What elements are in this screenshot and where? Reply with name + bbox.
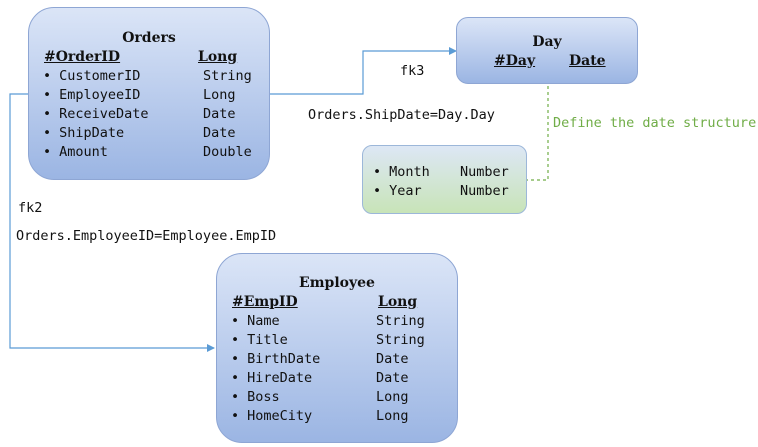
orders-entity: Orders #OrderID Long •CustomerID String …	[28, 7, 270, 180]
bullet-icon: •	[231, 389, 240, 405]
bullet-icon: •	[43, 144, 52, 160]
date-field-row: • Month	[373, 164, 430, 180]
date-field-row: • Year	[373, 183, 422, 199]
employee-field-row: • BirthDate	[231, 351, 320, 367]
bullet-icon: •	[231, 370, 240, 386]
date-structure-box: • Month Number • Year Number	[362, 145, 527, 214]
fk3-connector	[270, 47, 457, 95]
day-entity: Day #Day Date	[456, 17, 638, 84]
bullet-icon: •	[373, 183, 382, 199]
fk3-label: fk3	[400, 63, 425, 79]
orders-title: Orders	[122, 30, 176, 46]
date-field-type: Number	[460, 183, 509, 199]
employee-field-name: Title	[247, 332, 288, 348]
bullet-icon: •	[43, 106, 52, 122]
day-title: Day	[532, 34, 562, 50]
employee-entity: Employee #EmpID Long • Name String • Title…	[216, 253, 458, 443]
fk3-join-condition: Orders.ShipDate=Day.Day	[308, 107, 495, 123]
bullet-icon: •	[43, 68, 52, 84]
fk2-connector	[9, 93, 215, 352]
employee-field-row: • Boss	[231, 389, 280, 405]
date-field-type: Number	[460, 164, 509, 180]
bullet-icon: •	[43, 87, 52, 103]
employee-key-type: Long	[378, 294, 418, 310]
orders-field-row: • Amount	[43, 144, 108, 160]
orders-field-name: ShipDate	[59, 125, 125, 141]
bullet-icon: •	[373, 164, 382, 180]
orders-field-name: EmployeeID	[59, 87, 141, 103]
date-structure-note: Define the date structure	[553, 115, 757, 131]
orders-field-type: Double	[203, 144, 252, 160]
employee-field-name: BirthDate	[247, 351, 321, 367]
employee-field-name: Name	[247, 313, 280, 329]
employee-key-name: #EmpID	[232, 294, 298, 310]
employee-field-name: HireDate	[247, 370, 313, 386]
date-structure-connector	[527, 86, 549, 181]
employee-field-row: • Title	[231, 332, 288, 348]
orders-field-name: Amount	[59, 144, 108, 160]
bullet-icon: •	[231, 408, 240, 424]
employee-field-type: Date	[376, 351, 409, 367]
employee-title: Employee	[299, 275, 375, 291]
employee-field-type: Date	[376, 370, 409, 386]
orders-field-type: String	[203, 68, 252, 84]
employee-field-type: Long	[376, 389, 409, 405]
employee-field-name: Boss	[247, 389, 280, 405]
fk2-join-condition: Orders.EmployeeID=Employee.EmpID	[16, 228, 277, 244]
orders-key-type: Long	[198, 49, 238, 65]
employee-field-row: • HireDate	[231, 370, 312, 386]
orders-field-type: Date	[203, 106, 236, 122]
bullet-icon: •	[43, 125, 52, 141]
orders-field-name: CustomerID	[59, 68, 141, 84]
employee-field-name: HomeCity	[247, 408, 313, 424]
orders-field-row: • CustomerID	[43, 68, 140, 84]
date-field-name: Year	[389, 183, 422, 199]
employee-field-type: String	[376, 313, 425, 329]
bullet-icon: •	[231, 332, 240, 348]
employee-field-row: • Name	[231, 313, 280, 329]
date-field-name: Month	[389, 164, 430, 180]
orders-field-type: Date	[203, 125, 236, 141]
orders-field-name: ReceiveDate	[59, 106, 149, 122]
employee-field-type: Long	[376, 408, 409, 424]
day-key-name: #Day	[494, 53, 536, 69]
orders-field-row: • ReceiveDate	[43, 106, 149, 122]
bullet-icon: •	[231, 351, 240, 367]
employee-field-type: String	[376, 332, 425, 348]
orders-field-type: Long	[203, 87, 236, 103]
day-key-type: Date	[569, 53, 606, 69]
fk2-label: fk2	[18, 200, 43, 216]
bullet-icon: •	[231, 313, 240, 329]
orders-key-name: #OrderID	[44, 49, 121, 65]
orders-field-row: • ShipDate	[43, 125, 124, 141]
employee-field-row: • HomeCity	[231, 408, 312, 424]
orders-field-row: • EmployeeID	[43, 87, 140, 103]
